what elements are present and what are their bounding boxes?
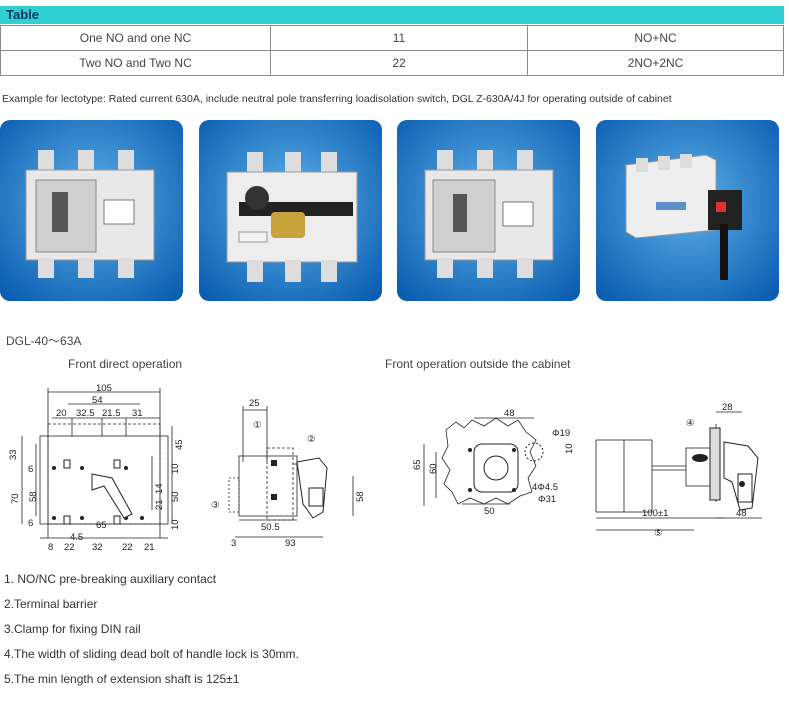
dim-label: Φ31 xyxy=(538,494,556,505)
dim-label: 4Φ4.5 xyxy=(532,482,558,493)
switch-front-photo-icon xyxy=(0,120,183,301)
dim-label: 8 xyxy=(48,542,53,553)
dim-label: 6 xyxy=(28,518,33,529)
table-cell: NO+NC xyxy=(527,25,784,51)
dim-label: 10 xyxy=(170,519,181,530)
dim-label: 50 xyxy=(170,491,181,502)
note-1: 1. NO/NC pre-breaking auxiliary contact xyxy=(4,572,217,586)
dim-label: 65 xyxy=(96,520,107,531)
product-photo-2 xyxy=(199,120,382,301)
dim-label: 58 xyxy=(28,491,39,502)
dim-label: 50 xyxy=(484,506,495,517)
cabinet-cutout-drawing: 48 Φ19 10 65 60 4Φ4.5 Φ31 50 xyxy=(400,400,585,525)
dim-label: 20 xyxy=(56,408,67,419)
model-label: DGL-40～63A xyxy=(6,334,82,348)
callout-label: ⑤ xyxy=(654,528,663,538)
table-cell: One NO and one NC xyxy=(0,25,271,51)
dim-label: 60 xyxy=(428,463,439,474)
spec-table: One NO and one NC 11 NO+NC Two NO and Tw… xyxy=(0,25,784,76)
table-cell: Two NO and Two NC xyxy=(0,50,271,76)
dim-label: 48 xyxy=(736,508,747,519)
dim-label: 21 xyxy=(154,499,165,510)
table-row: One NO and one NC 11 NO+NC xyxy=(0,25,784,51)
callout-label: ① xyxy=(253,420,262,431)
dim-label: 65 xyxy=(412,459,423,470)
callout-label: ③ xyxy=(211,500,220,511)
dim-label: 22 xyxy=(122,542,133,553)
dim-label: 14 xyxy=(154,483,165,494)
table-title: Table xyxy=(0,6,784,24)
switch-with-padlock-photo-icon xyxy=(199,120,382,301)
dim-label: 3 xyxy=(231,538,236,549)
dim-label: 21.5 xyxy=(102,408,121,419)
dim-label: 50.5 xyxy=(261,522,280,533)
note-5: 5.The min length of extension shaft is 1… xyxy=(4,672,240,686)
callout-label: ② xyxy=(307,434,316,445)
product-photo-3 xyxy=(397,120,580,301)
example-text: Example for lectotype: Rated current 630… xyxy=(2,93,672,105)
dim-label: Φ19 xyxy=(552,428,570,439)
dim-label: 45 xyxy=(174,439,185,450)
table-cell: 11 xyxy=(270,25,528,51)
product-photo-4 xyxy=(596,120,779,301)
dim-label: 32.5 xyxy=(76,408,95,419)
note-2: 2.Terminal barrier xyxy=(4,597,98,611)
dim-label: 28 xyxy=(722,402,733,413)
dim-label: 105 xyxy=(96,383,112,394)
dim-label: 58 xyxy=(355,491,366,502)
dim-label: 54 xyxy=(92,395,103,406)
caption-front-outside: Front operation outside the cabinet xyxy=(385,357,571,371)
dim-label: 21 xyxy=(144,542,155,553)
note-3: 3.Clamp for fixing DIN rail xyxy=(4,622,141,636)
dim-label: 4.5 xyxy=(70,532,83,543)
table-cell: 22 xyxy=(270,50,528,76)
switch-front-photo-icon xyxy=(397,120,580,301)
dim-label: 70 xyxy=(10,493,21,504)
dim-label: 31 xyxy=(132,408,143,419)
dim-label: 100±1 xyxy=(642,508,668,519)
front-view-drawing: 105 54 20 32.5 21.5 31 33 45 6 6 70 58 1… xyxy=(0,378,200,558)
dim-label: 32 xyxy=(92,542,103,553)
product-photo-1 xyxy=(0,120,183,301)
dim-label: 48 xyxy=(504,408,515,419)
note-4: 4.The width of sliding dead bolt of hand… xyxy=(4,647,299,661)
table-row: Two NO and Two NC 22 2NO+2NC xyxy=(0,50,784,76)
extension-shaft-drawing: 28 ④ 100±1 48 ⑤ xyxy=(590,398,785,538)
dim-label: 22 xyxy=(64,542,75,553)
dim-label: 10 xyxy=(564,443,575,454)
table-cell: 2NO+2NC xyxy=(527,50,784,76)
dim-label: 25 xyxy=(249,398,260,409)
dim-label: 93 xyxy=(285,538,296,549)
dim-label: 6 xyxy=(28,464,33,475)
side-view-drawing: 25 ① ② ③ 58 50.5 3 93 xyxy=(205,392,375,552)
dim-label: 10 xyxy=(170,463,181,474)
switch-side-handle-photo-icon xyxy=(596,120,779,301)
dim-label: 33 xyxy=(8,449,19,460)
callout-label: ④ xyxy=(686,418,695,429)
caption-front-direct: Front direct operation xyxy=(68,357,183,371)
